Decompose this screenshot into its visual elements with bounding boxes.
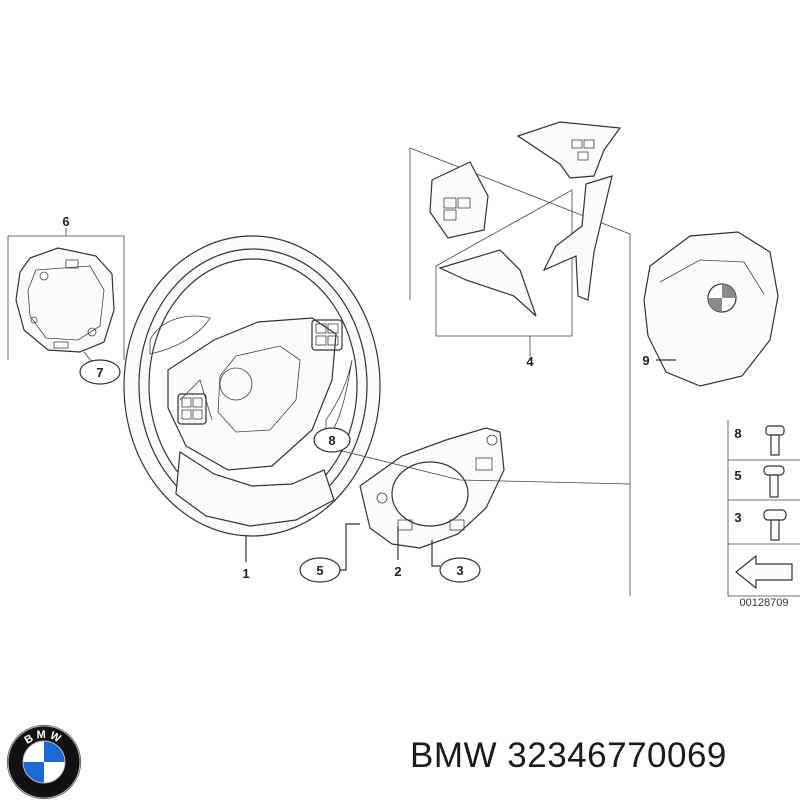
callout-8-label: 8	[328, 433, 335, 448]
callout-8: 8	[313, 427, 351, 453]
screw-legend	[727, 420, 800, 597]
callout-1-label: 1	[242, 566, 249, 581]
callout-6-label: 6	[62, 214, 69, 229]
legend-3-label: 3	[734, 510, 741, 525]
arrow-icon	[735, 554, 793, 590]
screw-5	[763, 465, 785, 498]
screw-8	[765, 425, 785, 456]
brand-name: BMW	[410, 736, 498, 775]
callout-9: 9	[642, 353, 649, 368]
callout-6: 6	[62, 214, 69, 229]
callout-3: 3	[439, 557, 481, 583]
callout-1: 1	[242, 566, 249, 581]
callout-9-label: 9	[642, 353, 649, 368]
trim-cover-box	[329, 121, 631, 596]
callout-2-label: 2	[394, 564, 401, 579]
rear-cover-group	[7, 228, 125, 363]
part-number: 32346770069	[507, 736, 727, 775]
trim-piece-right	[542, 175, 613, 301]
trim-piece-left	[438, 249, 537, 317]
switch-cluster-left	[429, 161, 489, 239]
callout-5: 5	[299, 557, 341, 583]
mounting-plate	[338, 427, 505, 571]
callout-4: 4	[526, 354, 534, 369]
switch-cluster-top	[516, 121, 622, 179]
steering-wheel	[123, 235, 381, 562]
part-caption: BMW 32346770069	[410, 736, 727, 776]
screw-3	[763, 509, 787, 541]
callout-7: 7	[79, 359, 121, 385]
callout-7-label: 7	[96, 365, 103, 380]
diagram-number: 00128709	[740, 597, 789, 609]
callout-5-label: 5	[316, 563, 323, 578]
legend-8-label: 8	[734, 426, 741, 441]
callout-2: 2	[394, 564, 401, 579]
airbag-module	[643, 231, 779, 387]
svg-text:BMW: BMW	[22, 729, 65, 747]
callout-4-label: 4	[526, 354, 534, 369]
legend-5-label: 5	[734, 468, 741, 483]
bmw-logo: BMW	[7, 725, 81, 799]
rear-cover-part	[15, 247, 115, 353]
callout-3-label: 3	[456, 563, 463, 578]
